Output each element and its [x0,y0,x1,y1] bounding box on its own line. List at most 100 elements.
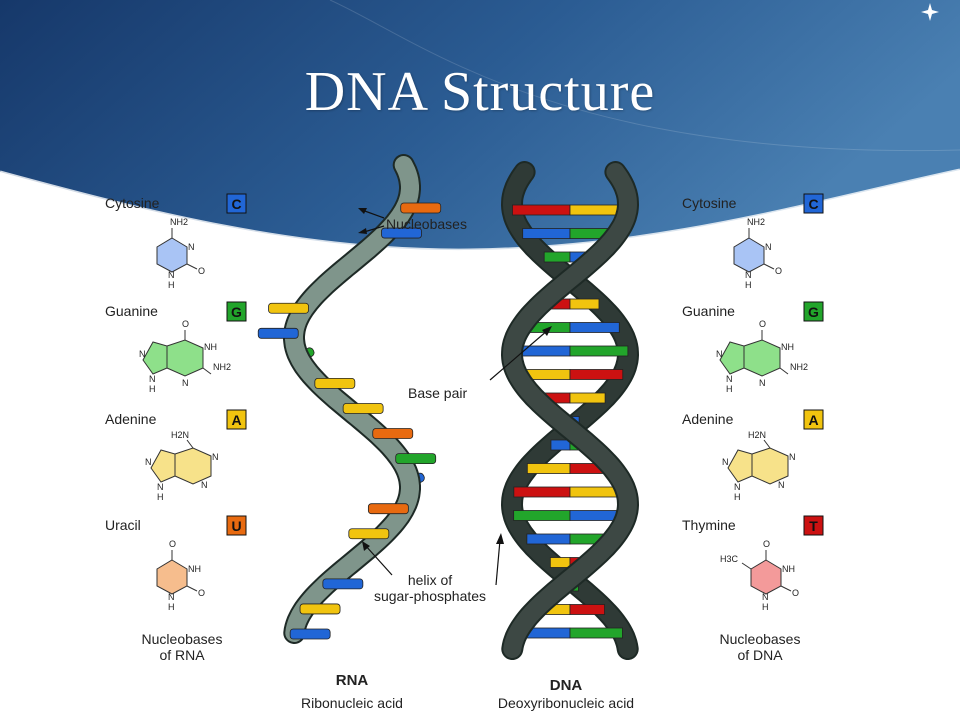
dna-base-pair-half [569,345,629,357]
atom-label: N [722,457,729,467]
dna-base-pair-half [569,604,605,615]
atom-label: O [182,319,189,329]
rna-panel-caption-line2: of RNA [159,647,205,663]
atom-label: N [778,480,785,490]
helix-annotation-line2: sugar-phosphates [374,588,486,604]
atom-label: H [734,492,741,502]
base-name: Cytosine [682,195,737,211]
adenine-structure: H2N N N N N H [145,430,219,502]
nucleobases-annotation: Nucleobases [386,216,467,232]
letter-badge: C [803,193,824,214]
atom-label: N [145,457,152,467]
atom-label: NH2 [170,217,188,227]
atom-label: N [149,374,156,384]
helix-annotation-line1: helix of [408,572,452,588]
dna-base-pair-half [526,463,571,474]
atom-label: N [765,242,772,252]
rna-nucleobase [257,327,299,339]
dna-base-pair-half [569,369,624,380]
rna-nucleobase [268,302,309,314]
rna-nucleobase [400,202,442,214]
rna-panel-caption-line1: Nucleobases [142,631,223,647]
base-name: Adenine [105,411,157,427]
base-cytosine: Cytosine C NH2 N N H O [105,193,247,290]
dna-panel-caption-line2: of DNA [737,647,783,663]
rna-nucleobase-panel: Cytosine C NH2 N N H O Guanine [105,193,247,663]
base-guanine: Guanine G O NH NH2 N N N H [682,301,824,394]
rna-nucleobase [322,578,364,590]
atom-label: NH [204,342,217,352]
base-name: Adenine [682,411,734,427]
atom-label: N [716,349,723,359]
atom-label: O [775,266,782,276]
dna-base-pair-half [513,486,571,498]
dna-base-pair-half [522,228,571,239]
rna-sugar-phosphate-backbone [285,156,419,642]
dna-backbone-back [502,163,638,658]
base-cytosine: Cytosine C NH2 N N H O [682,193,824,290]
rna-label: RNA [336,672,369,689]
thymine-structure: H3C O NH N H O [720,539,799,612]
dna-base-pair-half [526,533,571,545]
adenine-structure: H2N N N N N H [722,430,796,502]
atom-label: N [139,349,146,359]
base-name: Guanine [682,303,735,319]
atom-label: N [789,452,796,462]
atom-label: H2N [748,430,766,440]
atom-label: N [188,242,195,252]
atom-label: H [168,280,175,290]
atom-label: N [212,452,219,462]
base-name: Thymine [682,517,736,533]
rna-nucleobase [395,453,437,464]
uracil-structure: O NH N H O [156,539,205,612]
atom-label: H3C [720,554,739,564]
dna-label: DNA [550,677,583,694]
atom-label: N [762,592,769,602]
base-letter: G [231,304,242,320]
atom-label: O [169,539,176,549]
slide-title: DNA Structure [304,61,656,123]
dna-base-pair-half [512,204,571,216]
base-letter: U [231,518,241,534]
base-letter: T [809,518,818,534]
rna-nucleobase [367,503,409,515]
dna-panel-caption-line1: Nucleobases [720,631,801,647]
atom-label: O [198,266,205,276]
letter-badge: U [226,515,247,536]
letter-badge: T [803,515,824,536]
base-letter: C [231,196,241,212]
atom-label: NH2 [790,362,808,372]
rna-nucleobase [342,403,384,414]
letter-badge: C [226,193,247,214]
atom-label: H [149,384,156,394]
rna-nucleobase [381,227,422,239]
dna-base-pair-half [569,627,623,639]
base-pair-annotation: Base pair [408,385,467,401]
rna-helix [257,154,442,644]
slide-bullet-icon [921,3,939,21]
atom-label: NH2 [747,217,765,227]
letter-badge: G [226,301,247,322]
dna-fullname: Deoxyribonucleic acid [498,695,634,711]
dna-base-pair-half [569,322,620,333]
atom-label: N [201,480,208,490]
dna-base-pair-half [549,557,571,568]
cytosine-structure: NH2 N N H O [156,217,205,290]
rna-nucleobase [348,528,390,540]
base-adenine: Adenine A H2N N N N N H [105,409,247,502]
atom-label: O [198,588,205,598]
base-adenine: Adenine A H2N N N N N H [682,409,824,502]
rna-nucleobase [314,378,356,389]
atom-label: NH [781,342,794,352]
letter-badge: A [803,409,824,430]
dna-base-pair-half [543,251,571,263]
atom-label: N [182,378,189,388]
atom-label: NH [782,564,795,574]
atom-label: H [745,280,752,290]
dna-base-pair-half [513,510,571,521]
cytosine-structure: NH2 N N H O [733,217,782,290]
atom-label: N [168,592,175,602]
rna-nucleobase [372,428,414,439]
atom-label: H [762,602,769,612]
